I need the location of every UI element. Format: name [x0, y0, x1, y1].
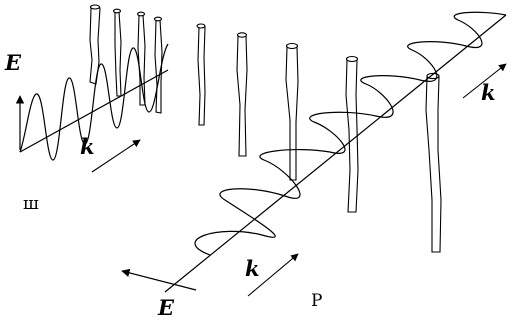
- wire-rod: [286, 44, 298, 181]
- k-label-left: k: [80, 136, 95, 157]
- e-label-lower: E: [158, 297, 174, 318]
- wire-rod: [114, 9, 122, 96]
- panel-label-left: ш: [23, 196, 39, 213]
- wire-rod: [90, 5, 100, 84]
- k-label-right: k: [481, 82, 496, 103]
- k-label-bottom: k: [245, 258, 260, 279]
- wire-rod: [197, 24, 205, 125]
- wire-rod: [426, 73, 441, 252]
- e-field-arrow-lower: [122, 271, 196, 290]
- wire-grid: [90, 5, 441, 252]
- e-label-upper: E: [5, 52, 21, 73]
- wire-rod: [346, 57, 358, 213]
- wire-rod: [138, 12, 146, 105]
- panel-label-bottom: Р: [311, 293, 322, 310]
- transmitted-wave-group: [122, 12, 506, 296]
- k-arrow-left: [92, 140, 140, 172]
- wire-rod: [237, 33, 247, 156]
- wire-rod: [155, 17, 163, 113]
